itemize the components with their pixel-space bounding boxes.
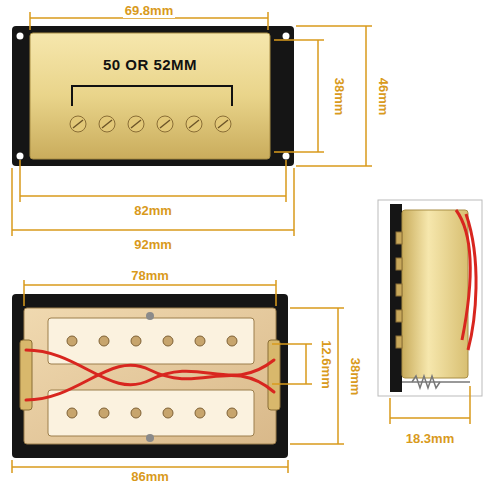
gold-cover	[30, 33, 270, 159]
screw-slot	[189, 120, 199, 128]
pole-screw	[215, 116, 231, 132]
pole-screw	[99, 116, 115, 132]
screw-slot	[131, 120, 141, 128]
pole-piece	[163, 408, 173, 418]
dimension-label: 92mm	[132, 237, 174, 252]
red-wires	[26, 350, 274, 400]
height-spring	[402, 376, 470, 388]
dimension-label: 69.8mm	[123, 3, 175, 18]
red-wires-side	[456, 210, 476, 350]
pole-screw	[186, 116, 202, 132]
mounting-ring-side	[390, 204, 402, 392]
pole-piece	[99, 408, 109, 418]
mounting-ring	[12, 26, 294, 166]
pole-piece	[163, 336, 173, 346]
pole-screw	[157, 116, 173, 132]
pole-piece	[195, 336, 205, 346]
dimension-label: 38mm	[332, 75, 347, 117]
pole-piece	[131, 408, 141, 418]
screw-slot	[160, 120, 170, 128]
dimension-lines	[12, 280, 344, 473]
pole-screws	[70, 116, 231, 132]
base-plate	[24, 308, 276, 444]
side-view-frame	[378, 200, 482, 396]
pole-heads-side	[396, 232, 402, 348]
pole-piece	[67, 408, 77, 418]
dimension-label: 86mm	[129, 469, 171, 484]
dimension-label: 82mm	[132, 203, 174, 218]
mounting-ring	[12, 294, 288, 458]
dimension-label: 18.3mm	[404, 431, 456, 446]
screw-slot	[73, 120, 83, 128]
wire-tabs	[20, 340, 280, 410]
screw-slot	[102, 120, 112, 128]
pole-spacing-label: 50 OR 52MM	[101, 57, 199, 72]
dimension-lines	[12, 12, 372, 236]
pole-screw	[128, 116, 144, 132]
dimension-label: 12.6mm	[318, 338, 333, 390]
pole-piece	[227, 336, 237, 346]
screw-slot	[218, 120, 228, 128]
dimension-lines	[390, 386, 470, 424]
dimension-label: 46mm	[376, 75, 391, 117]
gold-cover-side	[402, 210, 468, 378]
pole-piece	[227, 408, 237, 418]
pole-piece	[67, 336, 77, 346]
pole-piece	[99, 336, 109, 346]
pole-spacing-bracket	[72, 86, 232, 106]
plate-screws	[146, 312, 154, 442]
screw-holes	[17, 33, 290, 160]
pole-piece	[195, 408, 205, 418]
dimension-label: 38mm	[348, 355, 363, 397]
dimension-label: 78mm	[129, 268, 171, 283]
pole-screw	[70, 116, 86, 132]
pole-piece	[131, 336, 141, 346]
